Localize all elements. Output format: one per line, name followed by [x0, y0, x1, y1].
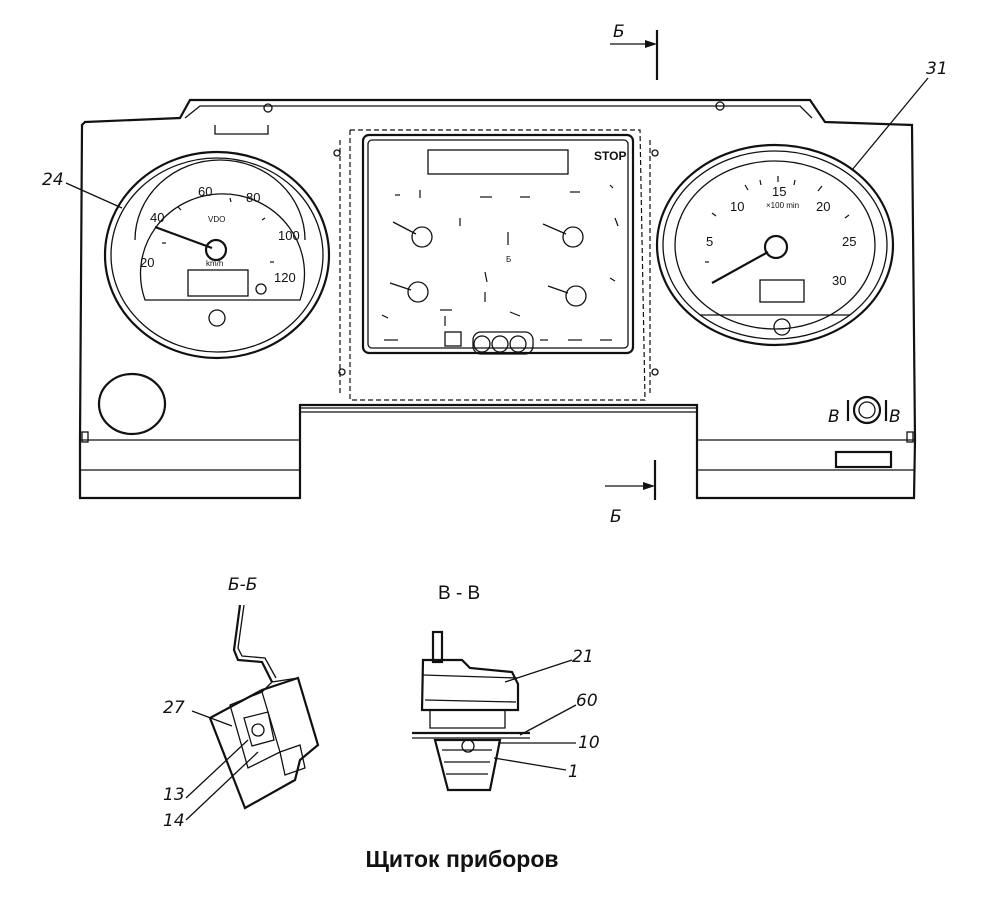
warning-lamp-3 [509, 335, 527, 353]
section-bb-detail: Б-Б 27 13 14 [163, 575, 320, 831]
section-mark-v-right: В [889, 407, 901, 427]
callout-10: 10 [578, 733, 600, 753]
speedometer-mount-hole [208, 309, 226, 327]
tachometer: 5 10 15 20 25 30 ×100 min [655, 143, 895, 347]
tachometer-mount-hole [773, 318, 791, 336]
callout-21: 21 [572, 647, 594, 667]
tacho-scale-15: 15 [772, 184, 786, 199]
callout-27: 27 [163, 698, 185, 718]
speed-scale-100: 100 [278, 228, 300, 243]
speedometer-unit: km/h [206, 259, 223, 268]
gauge-1-dial [411, 226, 433, 248]
speed-scale-20: 20 [140, 255, 154, 270]
tacho-scale-20: 20 [816, 199, 830, 214]
tachometer-hub [763, 234, 789, 260]
odometer-window [187, 269, 249, 297]
tacho-scale-30: 30 [832, 273, 846, 288]
speedometer-hub [204, 238, 228, 262]
section-mark-b-top: Б [613, 22, 625, 42]
tacho-scale-25: 25 [842, 234, 856, 249]
tachometer-needle [711, 251, 769, 284]
stop-label: STOP [594, 149, 626, 163]
speed-scale-120: 120 [274, 270, 296, 285]
callout-31: 31 [926, 59, 948, 79]
callout-13: 13 [163, 785, 185, 805]
info-display [427, 149, 569, 175]
speedometer: 20 40 60 80 100 120 VDO km/h [103, 150, 331, 360]
panel-housing [78, 98, 917, 500]
speedometer-brand: VDO [208, 215, 225, 224]
section-mark-b-bottom: Б [610, 507, 622, 527]
section-title-vv: В - В [438, 583, 480, 604]
center-gauge-label: Б [506, 255, 511, 264]
trip-reset-knob [255, 283, 267, 295]
speed-scale-80: 80 [246, 190, 260, 205]
tacho-scale-5: 5 [706, 234, 713, 249]
tachometer-unit: ×100 min [766, 201, 799, 210]
gauge-3-dial [407, 281, 429, 303]
drawing-title: Щиток приборов [365, 846, 558, 872]
gauge-4-dial [565, 285, 587, 307]
indicator-window [444, 331, 462, 347]
speed-scale-40: 40 [150, 210, 164, 225]
blank-switch-cover [97, 372, 167, 436]
section-title-bb: Б-Б [228, 575, 257, 595]
warning-lamp-2 [491, 335, 509, 353]
warning-lamp-1 [473, 335, 491, 353]
callout-60: 60 [576, 691, 598, 711]
callouts-main: 24 31 [42, 59, 948, 209]
callout-24: 24 [42, 170, 64, 190]
hour-meter-window [759, 279, 805, 303]
section-line-bb: Б Б [605, 22, 659, 527]
section-mark-v-left: В [828, 407, 840, 427]
callout-14: 14 [163, 811, 185, 831]
section-vv-detail: В - В 21 60 10 1 [412, 583, 600, 792]
gauge-2-dial [562, 226, 584, 248]
callout-1: 1 [568, 762, 579, 782]
center-indicator-panel: STOP Б [333, 129, 659, 401]
switch-section-vv: В В [828, 395, 901, 427]
tacho-scale-10: 10 [730, 199, 744, 214]
speedometer-needle [154, 225, 213, 250]
speed-scale-60: 60 [198, 184, 212, 199]
